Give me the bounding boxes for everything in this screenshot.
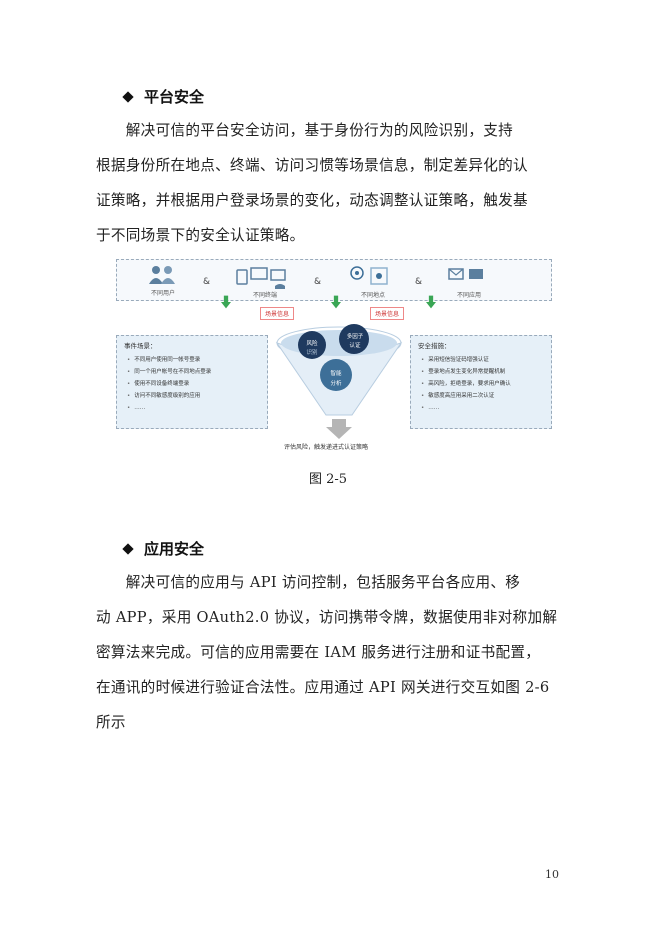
list-item: 高风险，拒绝登录，要求用户确认 bbox=[421, 378, 511, 390]
list-item: 采用短信验证码增强认证 bbox=[421, 354, 511, 366]
heading-text: 平台安全 bbox=[144, 88, 205, 106]
heading-text: 应用安全 bbox=[144, 540, 205, 558]
ampersand: & bbox=[415, 277, 423, 287]
paragraph-line: 在通讯的时候进行验证合法性。应用通过 API 网关进行交互如图 2-6 bbox=[96, 679, 550, 696]
scenario-info-tag: 场景信息 bbox=[370, 307, 405, 320]
top-item-apps: 不同应用 bbox=[456, 292, 481, 299]
top-item-devices: 不同终端 bbox=[252, 292, 277, 299]
diamond-bullet-icon bbox=[122, 90, 134, 103]
apps-icon bbox=[448, 268, 483, 280]
paragraph-line: 于不同场景下的安全认证策略。 bbox=[96, 227, 305, 244]
paragraph-line: 密算法来完成。可信的应用需要在 IAM 服务进行注册和证书配置， bbox=[96, 644, 541, 661]
list-item: 不同用户使用同一帐号登录 bbox=[127, 354, 211, 366]
scenario-info-tag: 场景信息 bbox=[260, 307, 295, 320]
figure-2-5: 不同用户 & 不同终端 & 不同地点 & bbox=[112, 255, 556, 455]
section-heading-application: 应用安全 bbox=[122, 538, 205, 559]
list-item: 登录地点发生变化异常提醒机制 bbox=[421, 366, 511, 378]
list-item: 使用不同设备终端登录 bbox=[127, 378, 211, 390]
list-item: …… bbox=[127, 402, 211, 414]
paragraph-line: 所示 bbox=[96, 714, 126, 731]
list-item: 同一个用户帐号在不同地点登录 bbox=[127, 366, 211, 378]
down-arrow-icon bbox=[426, 295, 436, 309]
down-arrow-icon bbox=[221, 295, 231, 309]
list-item: …… bbox=[421, 402, 511, 414]
paragraph-line: 证策略，并根据用户登录场景的变化，动态调整认证策略，触发基 bbox=[96, 192, 528, 209]
list-item: 敏感度高应用采用二次认证 bbox=[421, 390, 511, 402]
top-item-locations: 不同地点 bbox=[360, 292, 385, 299]
paragraph-line: 根据身份所在地点、终端、访问习惯等场景信息，制定差异化的认 bbox=[96, 157, 528, 174]
list-item: 访问不同敏感度级别的应用 bbox=[127, 390, 211, 402]
security-measures-list: 采用短信验证码增强认证 登录地点发生变化异常提醒机制 高风险，拒绝登录，要求用户… bbox=[421, 354, 511, 414]
event-scenarios-box: 事件场景： 不同用户使用同一帐号登录 同一个用户帐号在不同地点登录 使用不同设备… bbox=[116, 335, 268, 429]
paragraph-line: 解决可信的应用与 API 访问控制，包括服务平台各应用、移 bbox=[96, 574, 521, 591]
ampersand: & bbox=[203, 277, 211, 287]
security-measures-title: 安全措施： bbox=[418, 342, 451, 350]
section-heading-platform: 平台安全 bbox=[122, 86, 205, 107]
diamond-bullet-icon bbox=[122, 542, 134, 555]
top-item-users: 不同用户 bbox=[150, 290, 175, 297]
figure-caption: 图 2-5 bbox=[308, 472, 348, 487]
users-icon bbox=[149, 266, 175, 284]
event-scenarios-title: 事件场景： bbox=[124, 342, 157, 350]
paragraph-application: 解决可信的应用与 API 访问控制，包括服务平台各应用、移 动 APP，采用 O… bbox=[96, 565, 558, 740]
down-arrow-icon bbox=[331, 295, 341, 309]
funnel-label-smart: 智能 bbox=[330, 371, 342, 377]
risk-funnel-diagram bbox=[275, 324, 403, 439]
page-number: 10 bbox=[545, 868, 559, 881]
funnel-result-label: 评估风险，触发递进式认证策略 bbox=[284, 444, 369, 451]
ampersand: & bbox=[314, 277, 322, 287]
paragraph-line: 解决可信的平台安全访问，基于身份行为的风险识别，支持 bbox=[96, 122, 514, 139]
security-measures-box: 安全措施： 采用短信验证码增强认证 登录地点发生变化异常提醒机制 高风险，拒绝登… bbox=[410, 335, 552, 429]
paragraph-line: 动 APP，采用 OAuth2.0 协议，访问携带令牌，数据使用非对称加解 bbox=[96, 609, 558, 626]
location-icon bbox=[350, 266, 388, 285]
funnel-label-multi: 多因子 bbox=[346, 334, 364, 340]
event-scenarios-list: 不同用户使用同一帐号登录 同一个用户帐号在不同地点登录 使用不同设备终端登录 访… bbox=[127, 354, 211, 414]
funnel-label-analysis: 分析 bbox=[330, 381, 342, 387]
funnel-label-auth: 认证 bbox=[349, 343, 361, 349]
funnel-label-identify: 识别 bbox=[306, 350, 318, 356]
funnel-label-risk: 风险 bbox=[306, 341, 318, 347]
paragraph-platform: 解决可信的平台安全访问，基于身份行为的风险识别，支持 根据身份所在地点、终端、访… bbox=[96, 113, 554, 253]
scenario-top-box: 不同用户 & 不同终端 & 不同地点 & bbox=[116, 259, 552, 301]
devices-icon bbox=[236, 267, 286, 289]
